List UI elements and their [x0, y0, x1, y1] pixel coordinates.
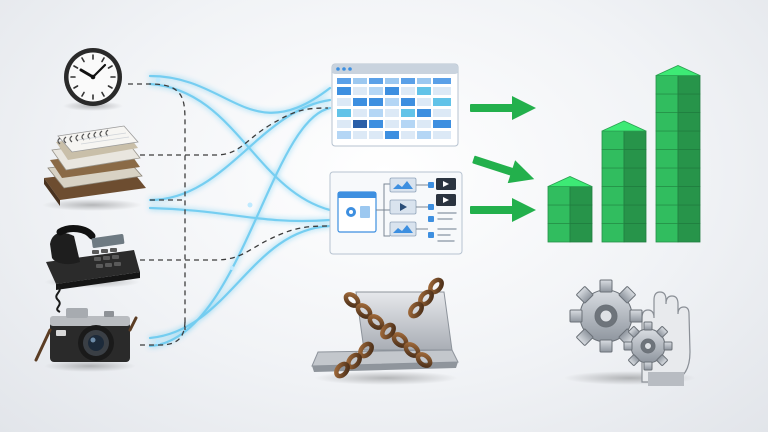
flow-line-1	[148, 74, 332, 114]
calendar-cells	[337, 78, 451, 139]
video-thumbnail-icon	[389, 199, 417, 215]
chart-bar	[655, 65, 701, 243]
dashed-line-1	[128, 83, 186, 330]
arrow-right-icon	[472, 155, 535, 184]
gear-hand-icon	[564, 279, 696, 386]
flow-line-3	[148, 98, 332, 202]
growth-bar-chart-icon	[547, 65, 701, 243]
arrow-right-icon	[470, 198, 536, 222]
play-button-icon	[436, 178, 456, 190]
chained-laptop-icon	[311, 277, 459, 385]
flow-line-5	[148, 224, 332, 340]
gear-icon	[623, 321, 673, 371]
flow-line-2	[148, 82, 332, 212]
play-button-icon	[436, 194, 456, 206]
green-arrows	[470, 96, 536, 222]
image-thumbnail-icon	[389, 177, 417, 193]
calendar-grid-icon	[331, 63, 459, 147]
flow-line-6	[148, 106, 332, 348]
flow-line-4	[148, 206, 332, 223]
dashed-line-4	[140, 319, 186, 346]
clock-icon	[63, 48, 123, 111]
media-flowchart-icon	[329, 171, 463, 255]
arrow-right-icon	[470, 96, 536, 120]
notebook-stack-icon	[42, 125, 146, 211]
dashed-connectors	[128, 83, 329, 346]
camera-icon	[34, 308, 138, 372]
chart-bar	[601, 120, 647, 243]
chart-bar	[547, 176, 593, 243]
flow-sparkles	[155, 77, 253, 345]
settings-icon	[346, 207, 356, 217]
desk-phone-icon	[44, 225, 140, 313]
dashed-line-3	[140, 225, 329, 261]
flow-lines	[148, 74, 332, 348]
chain-icon	[334, 277, 444, 379]
dashed-line-2	[140, 107, 329, 156]
image-thumbnail-icon	[389, 221, 417, 237]
